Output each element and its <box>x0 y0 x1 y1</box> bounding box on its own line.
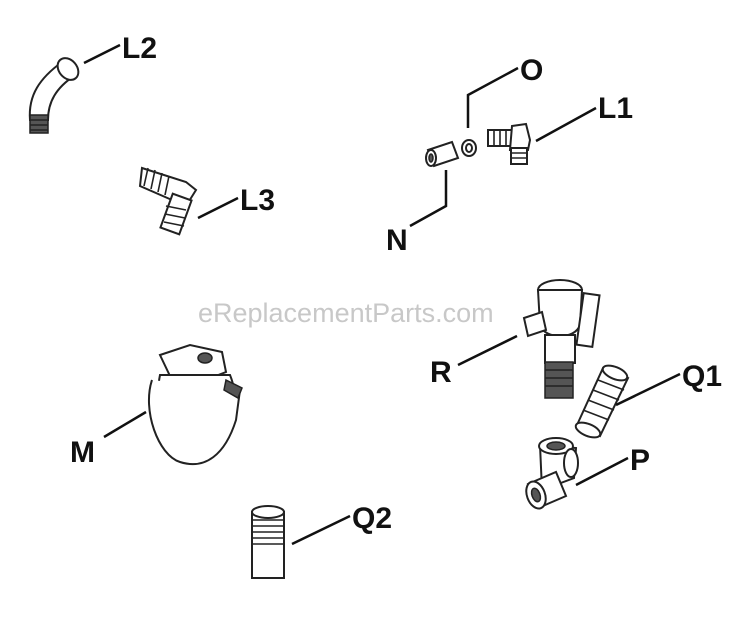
part-o-sleeve[interactable] <box>461 139 477 157</box>
leader-l2 <box>83 43 121 65</box>
callout-p: P <box>630 444 650 477</box>
leader-n <box>409 170 448 228</box>
leader-p <box>575 456 629 487</box>
part-l3-street-elbow[interactable] <box>138 166 198 236</box>
part-l1-elbow[interactable] <box>487 122 532 165</box>
callout-l2: L2 <box>122 32 157 65</box>
part-m-sediment-bowl[interactable] <box>148 343 243 466</box>
callout-q1: Q1 <box>682 360 722 393</box>
part-n-nut[interactable] <box>425 140 460 168</box>
part-p-tee[interactable] <box>523 437 579 511</box>
callout-l3: L3 <box>240 184 275 217</box>
leader-m <box>103 410 147 439</box>
leader-l3 <box>197 196 239 220</box>
callout-o: O <box>520 54 543 87</box>
callout-l1: L1 <box>598 92 633 125</box>
part-q2-nipple[interactable] <box>251 505 285 579</box>
leader-q1 <box>615 372 681 407</box>
leader-o <box>466 66 519 128</box>
leader-q2 <box>291 514 351 546</box>
part-q1-nipple[interactable] <box>574 363 630 441</box>
leader-l1 <box>535 106 597 143</box>
part-r-shutoff-valve[interactable] <box>522 279 601 399</box>
watermark-text: eReplacementParts.com <box>198 298 494 328</box>
callout-q2: Q2 <box>352 502 392 535</box>
part-l2-elbow[interactable] <box>28 54 83 134</box>
callout-m: M <box>70 436 95 469</box>
callout-r: R <box>430 356 452 389</box>
leader-r <box>457 334 518 367</box>
callout-n: N <box>386 224 408 257</box>
